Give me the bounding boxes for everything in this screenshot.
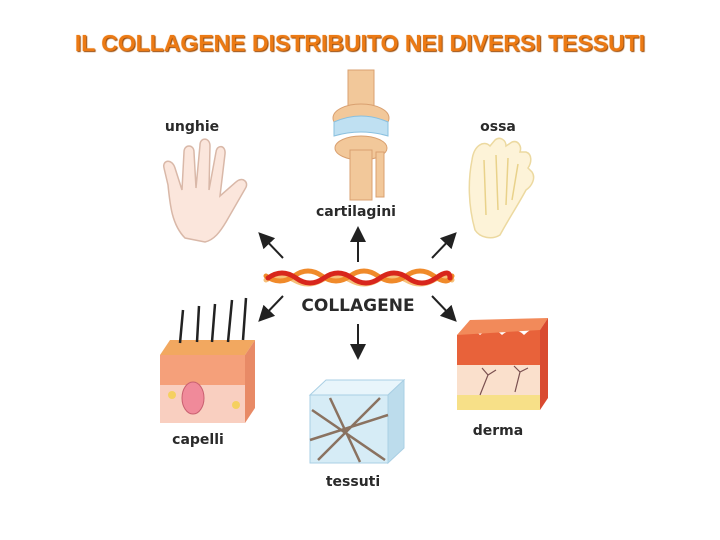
arrow-to-dermis: [431, 295, 457, 322]
label-bones: ossa: [480, 119, 516, 135]
knee-illustration: [332, 69, 390, 201]
label-hair: capelli: [172, 432, 224, 448]
collagen-fiber-illustration: [263, 268, 455, 287]
label-dermis: derma: [472, 423, 524, 439]
arrow-to-nails: [258, 232, 284, 259]
hand-illustration: [163, 138, 248, 243]
label-nails: unghie: [164, 119, 220, 135]
foot-illustration: [468, 137, 535, 239]
tissue-cube-illustration: [308, 378, 406, 465]
arrow-to-bones: [431, 232, 457, 259]
label-collagen: COLLAGENE: [301, 296, 415, 316]
label-cartilage: cartilagini: [316, 204, 396, 220]
label-tissues: tessuti: [325, 474, 381, 490]
dermis-illustration: [457, 318, 548, 410]
page-title: IL COLLAGENE DISTRIBUITO NEI DIVERSI TES…: [74, 30, 646, 56]
hair-skin-illustration: [160, 297, 255, 423]
arrow-to-hair: [258, 295, 284, 322]
